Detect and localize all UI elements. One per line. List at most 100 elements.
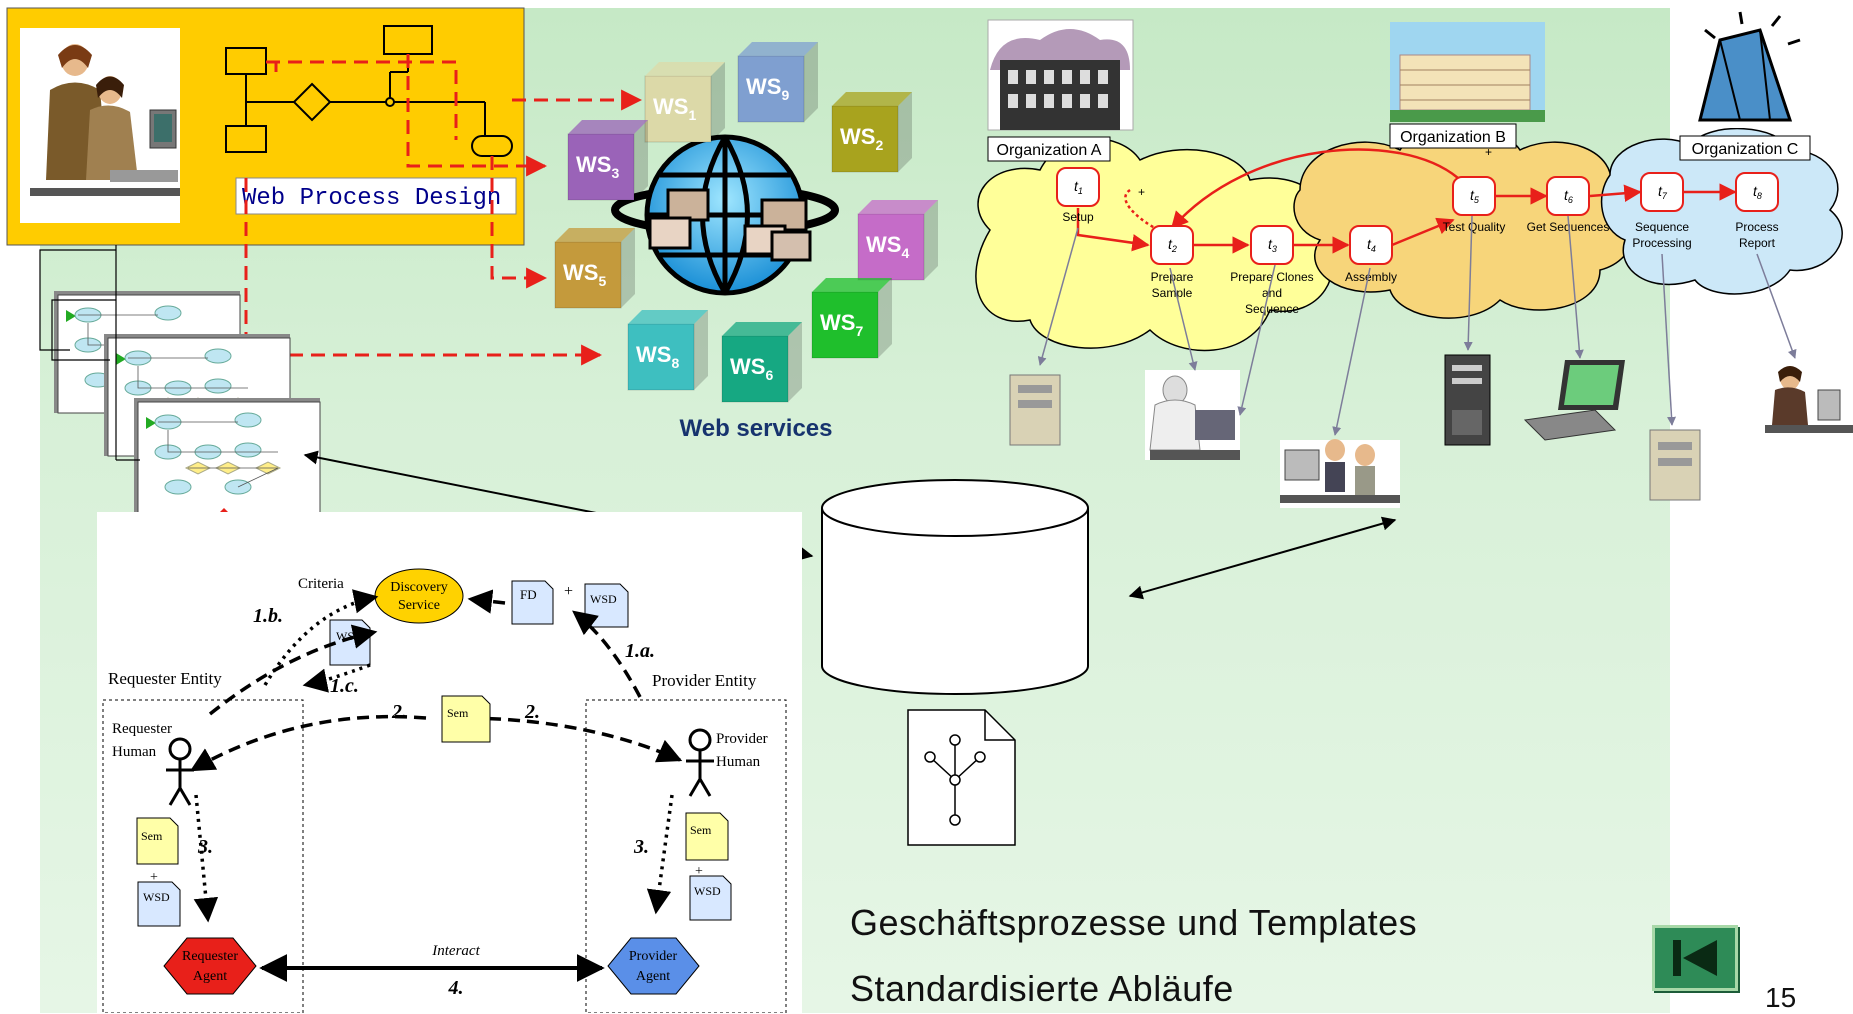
- design-to-template-connectors: [39, 245, 140, 461]
- svg-text:+: +: [1138, 185, 1145, 199]
- svg-text:Requester: Requester: [182, 949, 238, 964]
- workflow-plus-signs: + +: [1138, 145, 1492, 199]
- sem-note-center: Sem: [441, 695, 491, 743]
- web-process-design-panel: Web Process Design: [6, 7, 525, 246]
- discovery-service-node: [374, 568, 464, 624]
- svg-text:+: +: [564, 583, 573, 600]
- organization-b-building-icon: [1390, 22, 1545, 122]
- sem-note-requester: Sem: [136, 817, 179, 865]
- step-1c: 1.c.: [330, 675, 359, 697]
- svg-text:t6: t6: [1564, 187, 1573, 205]
- team-at-computer-icon: [1280, 439, 1400, 508]
- interact-label: Interact: [431, 943, 480, 959]
- svg-text:WSD: WSD: [336, 629, 363, 643]
- svg-text:Agent: Agent: [193, 969, 227, 984]
- go-to-first-slide-button[interactable]: [1652, 925, 1738, 991]
- wsd-note-requester: WSD: [137, 881, 181, 927]
- svg-text:Human: Human: [112, 744, 157, 760]
- criteria-label: Criteria: [298, 576, 344, 592]
- wsd-note-provider: WSD: [584, 583, 629, 628]
- caption-standardized-procedures: Standardisierte Abläufe: [850, 968, 1234, 1009]
- organization-labels: Organization A Organization B Organization…: [987, 123, 1811, 162]
- svg-text:t4: t4: [1367, 236, 1376, 254]
- svg-text:+: +: [150, 870, 158, 885]
- organization-c-building-icon: [1680, 8, 1810, 128]
- svg-text:t2: t2: [1168, 236, 1177, 254]
- task-label: Sequence: [1635, 220, 1689, 234]
- provider-entity-label: Provider Entity: [652, 671, 757, 690]
- svg-text:t8: t8: [1753, 183, 1762, 201]
- requester-entity-label: Requester Entity: [108, 669, 222, 688]
- task-label: Processing: [1632, 236, 1691, 250]
- organization-label-c: Organization C: [1679, 135, 1811, 161]
- organization-name: Organization A: [997, 142, 1102, 159]
- page-number: 15: [1765, 982, 1797, 1013]
- organization-label-a: Organization A: [987, 136, 1111, 162]
- organization-name: Organization C: [1692, 141, 1799, 158]
- step-3-right: 3.: [633, 836, 649, 858]
- step-4: 4.: [448, 977, 464, 999]
- process-template-stack: [54, 291, 321, 521]
- caption-business-processes: Geschäftsprozesse und Templates: [850, 902, 1418, 943]
- provider-human-icon: [686, 728, 714, 797]
- svg-text:Human: Human: [716, 754, 761, 770]
- svg-text:t3: t3: [1268, 236, 1277, 254]
- svg-text:t5: t5: [1470, 187, 1480, 205]
- web-service-cube-ws7: WS7: [811, 278, 892, 359]
- repository-database-icon: [821, 479, 1089, 695]
- organization-label-b: Organization B: [1389, 123, 1517, 149]
- svg-text:+: +: [1485, 145, 1492, 159]
- svg-text:Sem: Sem: [447, 706, 469, 720]
- task-label: Assembly: [1345, 270, 1397, 284]
- svg-text:Agent: Agent: [636, 969, 670, 984]
- requester-agent-node: Requester Agent: [163, 937, 257, 995]
- task-label: Test Quality: [1443, 220, 1506, 234]
- web-process-design-title: Web Process Design: [242, 185, 501, 212]
- laptop-icon: [1523, 360, 1625, 441]
- web-service-cube-ws6: WS6: [721, 322, 802, 403]
- web-service-cube-ws5: WS5: [554, 228, 635, 309]
- svg-text:WSD: WSD: [590, 592, 617, 606]
- resource-links: [1037, 215, 1797, 436]
- svg-text:Provider: Provider: [629, 949, 678, 964]
- web-service-cube-ws3: WS3: [567, 120, 648, 201]
- fd-note: FD: [511, 580, 554, 625]
- wsd-note-provider-2: WSD: [689, 875, 732, 921]
- svg-text:Requester: Requester: [112, 721, 172, 737]
- document-tree-icon: [907, 709, 1016, 846]
- web-service-cube-ws9: WS9: [737, 42, 818, 123]
- wsd-note-discovery: WSD: [329, 619, 371, 666]
- web-services-title: Web services: [680, 415, 833, 442]
- skip-back-icon: [1673, 940, 1717, 976]
- svg-text:WSD: WSD: [694, 884, 721, 898]
- task-label: Get Sequences: [1527, 220, 1610, 234]
- task-label: Setup: [1062, 210, 1094, 224]
- provider-agent-node: Provider Agent: [607, 937, 700, 995]
- svg-text:FD: FD: [520, 587, 537, 602]
- tower-server-icon: [1444, 354, 1491, 446]
- organization-name: Organization B: [1400, 129, 1506, 146]
- svg-text:Discovery: Discovery: [390, 580, 448, 595]
- globe-icon: [611, 134, 839, 296]
- step-1b: 1.b.: [253, 605, 283, 627]
- sem-note-provider: Sem: [685, 812, 729, 861]
- lab-scientist-icon: [1145, 370, 1240, 460]
- task-label: Process: [1735, 220, 1778, 234]
- svg-text:Sem: Sem: [690, 823, 712, 837]
- task-label: Report: [1739, 236, 1776, 250]
- svg-text:Provider: Provider: [716, 731, 768, 747]
- server-icon-2: [1649, 429, 1701, 501]
- svg-text:t7: t7: [1658, 183, 1668, 201]
- svg-text:t1: t1: [1074, 178, 1083, 196]
- task-label: and: [1262, 286, 1282, 300]
- office-worker-icon: [1765, 358, 1853, 438]
- svg-text:Sem: Sem: [141, 829, 163, 843]
- svg-text:WSD: WSD: [143, 890, 170, 904]
